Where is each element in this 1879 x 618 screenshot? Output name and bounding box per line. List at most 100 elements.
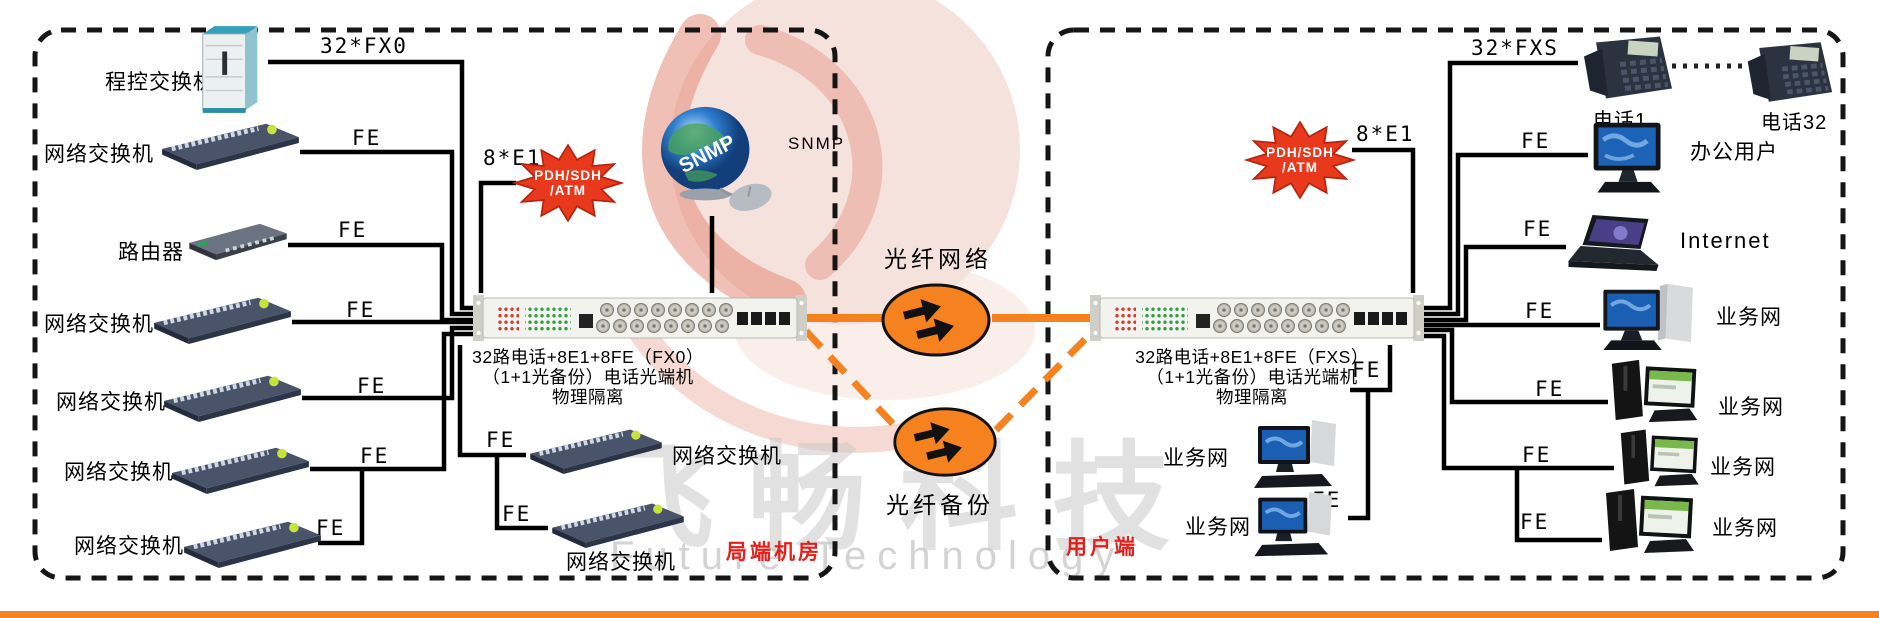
ip-phone-image [1740, 36, 1836, 108]
workstation-image [1246, 492, 1346, 560]
device-label-inner-business1: 业务网 [1163, 447, 1229, 470]
right-mux-caption-line1: 32路电话+8E1+8FE（FXS） [1135, 347, 1369, 367]
line-label-8e1: 8*E1 [1356, 122, 1415, 146]
star-text-line2: /ATM [550, 183, 586, 198]
star-text-line1: PDH/SDH [1266, 145, 1334, 160]
watermark-english: Future Technology [610, 534, 1126, 578]
line-left-inner1 [457, 345, 526, 458]
office-monitor-image [1586, 120, 1672, 198]
right-mux-caption-line2: （1+1光备份）电话光端机 [1146, 367, 1358, 387]
line-right-office [1424, 152, 1588, 317]
device-label-switch2: 网络交换机 [44, 313, 154, 336]
line-label-fe: FE [1525, 299, 1555, 323]
line-label-fe: FE [1520, 510, 1550, 534]
left-multiplexer-image [473, 293, 807, 343]
device-label-switch1: 网络交换机 [44, 143, 154, 166]
network-switch-image [158, 118, 303, 170]
tower-pc-image [1612, 426, 1712, 488]
fiber-backup-label: 光纤备份 [886, 492, 994, 518]
device-label-phone32: 电话32 [1761, 112, 1828, 134]
line-label-fe: FE [486, 428, 516, 452]
left-mux-caption: 32路电话+8E1+8FE（FX0） （1+1光备份）电话光端机 物理隔离 [458, 347, 718, 407]
device-label-inner-switch1: 网络交换机 [672, 445, 782, 468]
fiber-backup-right [993, 329, 1095, 433]
device-label-business2: 业务网 [1718, 396, 1784, 419]
fiber-network-node [880, 282, 992, 358]
device-label-pbx: 程控交换机 [105, 71, 215, 94]
line-right-inner1 [1350, 345, 1393, 393]
line-label-fe: FE [1535, 377, 1565, 401]
laptop-image [1562, 213, 1668, 277]
snmp-globe-icon [650, 102, 780, 220]
left-region-border [32, 27, 838, 581]
region-label-central-office: 局端机房 [726, 541, 822, 564]
device-label-office-user: 办公用户 [1690, 141, 1778, 164]
line-label-fe: FE [1523, 217, 1553, 241]
pbx-cabinet-image [193, 26, 271, 116]
line-right-inner2 [1348, 390, 1371, 521]
line-right-phones [1424, 60, 1578, 311]
network-switch-image [180, 516, 325, 568]
line-label-fe: FE [352, 126, 382, 150]
router-image [183, 220, 293, 262]
line-label-fe: FE [360, 444, 390, 468]
line-label-fe: FE [1521, 129, 1551, 153]
device-label-inner-business2: 业务网 [1185, 516, 1251, 539]
line-label-fe: FE [357, 374, 387, 398]
fiber-backup-left [803, 328, 896, 427]
tower-pc-image [1600, 484, 1705, 556]
device-label-business1: 业务网 [1716, 306, 1782, 329]
line-label-fe: FE [502, 502, 532, 526]
watermark-chinese: 飞畅科技 [596, 433, 1205, 565]
workstation-image [1248, 420, 1348, 492]
line-label-fe: FE [1352, 358, 1382, 382]
line-label-fe: FE [1522, 443, 1552, 467]
device-label-business4: 业务网 [1712, 517, 1778, 540]
region-label-user-side: 用户端 [1066, 536, 1138, 559]
snmp-label: SNMP [788, 134, 846, 153]
fiber-network-label: 光纤网络 [884, 246, 992, 272]
line-label-fe: FE [316, 516, 346, 540]
left-mux-caption-line2: （1+1光备份）电话光端机 [482, 367, 694, 387]
pdh-sdh-atm-starburst: PDH/SDH /ATM [1244, 118, 1356, 202]
line-left-row1 [268, 59, 473, 311]
line-label-32fx0: 32*FX0 [320, 34, 408, 58]
line-left-row5 [302, 325, 473, 401]
star-text-line2: /ATM [1282, 160, 1318, 175]
star-text-line1: PDH/SDH [534, 168, 602, 183]
line-left-inner2 [494, 455, 548, 531]
line-right-e1 [1352, 147, 1416, 293]
device-label-inner-switch2: 网络交换机 [566, 551, 676, 574]
device-label-router: 路由器 [118, 241, 184, 264]
line-left-e1 [478, 180, 516, 293]
line-label-fe: FE [346, 298, 376, 322]
right-mux-caption: 32路电话+8E1+8FE（FXS） （1+1光备份）电话光端机 物理隔离 [1102, 347, 1402, 407]
tower-pc-image [1606, 356, 1708, 424]
network-switch-image [168, 442, 313, 494]
line-right-biz2 [1424, 327, 1608, 405]
network-switch-image [548, 498, 688, 548]
device-label-switch5: 网络交换机 [74, 535, 184, 558]
device-label-switch3: 网络交换机 [56, 391, 166, 414]
right-region-border [1045, 27, 1846, 581]
left-mux-caption-line3: 物理隔离 [552, 387, 624, 407]
line-left-row6 [310, 331, 473, 472]
line-right-biz3 [1424, 333, 1614, 471]
device-label-internet: Internet [1680, 228, 1771, 253]
left-mux-caption-line1: 32路电话+8E1+8FE（FX0） [472, 347, 704, 367]
network-switch-image [160, 370, 305, 422]
line-left-row2 [300, 149, 473, 317]
line-right-internet [1424, 244, 1566, 323]
pdh-sdh-atm-starburst: PDH/SDH /ATM [512, 141, 624, 225]
desktop-pc-image [1598, 280, 1708, 352]
line-left-row7 [318, 469, 365, 546]
line-right-biz4 [1514, 468, 1602, 543]
right-mux-caption-line3: 物理隔离 [1216, 387, 1288, 407]
device-label-switch4: 网络交换机 [64, 461, 174, 484]
right-multiplexer-image [1090, 293, 1424, 343]
network-switch-image [526, 424, 666, 474]
line-left-row3 [288, 242, 473, 323]
line-label-fe: FE [338, 218, 368, 242]
